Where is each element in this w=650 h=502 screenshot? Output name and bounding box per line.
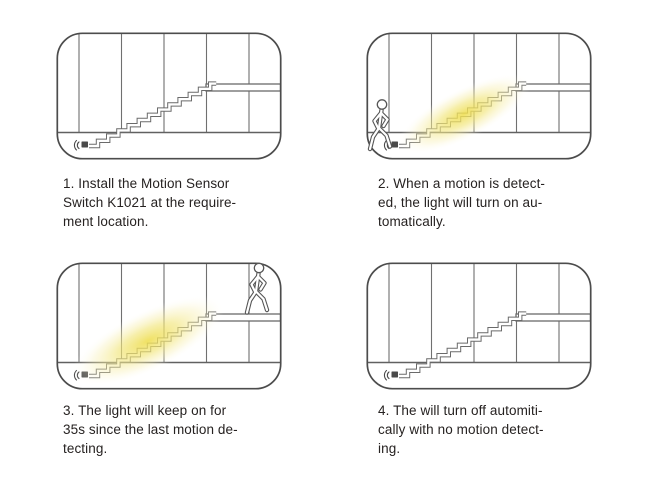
caption-line: 4. The will turn off automiti- [378, 403, 543, 418]
illustration-step-2 [366, 32, 592, 160]
caption-line: 3. The light will keep on for [63, 403, 227, 418]
step-caption-2: 2. When a motion is detect-ed, the light… [378, 174, 606, 231]
caption-line: 35s since the last motion de- [63, 422, 238, 437]
stairs-scene-light-on-person-bottom [366, 32, 592, 160]
step-caption-3: 3. The light will keep on for 35s since t… [63, 401, 291, 458]
light-glow [397, 73, 531, 155]
caption-line: ed, the light will turn on au- [378, 195, 543, 210]
walking-person-icon [247, 263, 267, 312]
illustration-step-1 [56, 32, 282, 160]
stairs-scene-light-off [56, 32, 282, 160]
illustration-step-3 [56, 262, 282, 390]
step-caption-4: 4. The will turn off automiti-cally with… [378, 401, 606, 458]
walking-person-icon [370, 100, 390, 149]
light-glow [71, 295, 225, 387]
caption-line: ment location. [63, 214, 149, 229]
illustration-step-4 [366, 262, 592, 390]
caption-line: cally with no motion detect- [378, 422, 544, 437]
caption-line: tecting. [63, 441, 108, 456]
caption-line: 1. Install the Motion Sensor [63, 176, 230, 191]
caption-line: Switch K1021 at the require- [63, 195, 237, 210]
caption-line: 2. When a motion is detect- [378, 176, 546, 191]
caption-line: ing. [378, 441, 401, 456]
stairs-scene-light-on-person-top [56, 262, 282, 390]
stairs-scene-light-off [366, 262, 592, 390]
caption-line: tomatically. [378, 214, 446, 229]
